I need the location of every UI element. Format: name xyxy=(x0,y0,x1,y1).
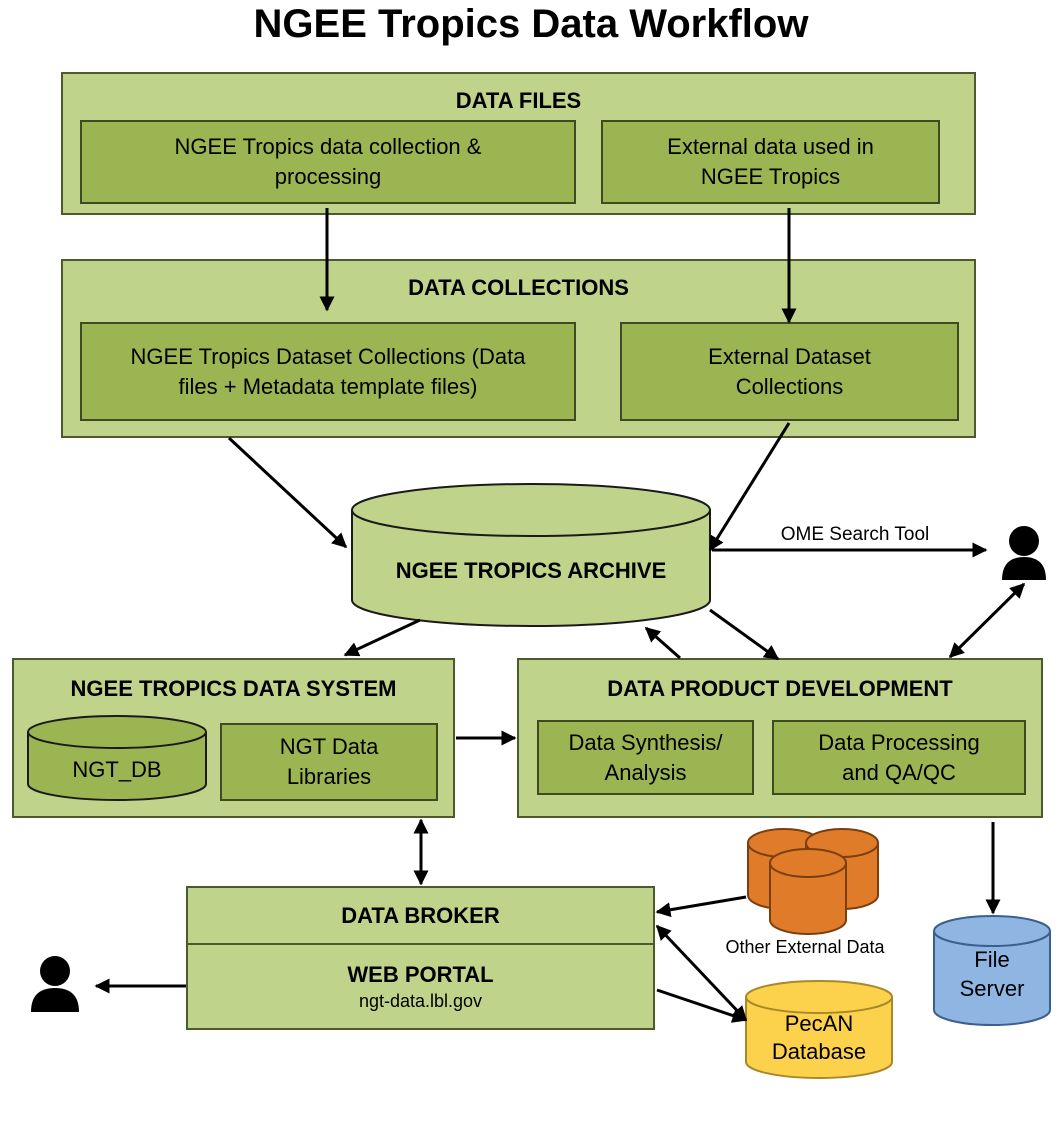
external-data-label: External data used in NGEE Tropics xyxy=(667,134,874,189)
web-portal-url[interactable]: ngt-data.lbl.gov xyxy=(358,991,483,1011)
pecan-db-cylinder xyxy=(745,980,893,1079)
user-icon[interactable] xyxy=(1002,526,1046,580)
external-collections-box: External Dataset Collections xyxy=(620,322,959,421)
data-collection-processing-box: NGEE Tropics data collection & processin… xyxy=(80,120,576,204)
data-collection-processing-label: NGEE Tropics data collection & processin… xyxy=(174,134,482,189)
external-data-box: External data used in NGEE Tropics xyxy=(601,120,940,204)
file-server-cylinder xyxy=(933,915,1051,1026)
data-system-header: NGEE TROPICS DATA SYSTEM xyxy=(70,676,397,701)
other-external-data-label: Other External Data xyxy=(725,937,885,957)
pecan-db-label: PecAN Database xyxy=(771,1011,867,1064)
data-collections-header: DATA COLLECTIONS xyxy=(408,275,629,300)
product-development-header: DATA PRODUCT DEVELOPMENT xyxy=(607,676,953,701)
other-external-data-icon xyxy=(747,828,879,935)
ome-search-tool-link[interactable]: OME Search Tool xyxy=(780,524,930,545)
ngt-db-cylinder xyxy=(27,715,207,801)
synthesis-box: Data Synthesis/ Analysis xyxy=(537,720,754,795)
data-files-header: DATA FILES xyxy=(455,88,582,113)
user-icon[interactable] xyxy=(31,956,79,1012)
data-broker-panel xyxy=(186,886,655,1030)
external-collections-label: External Dataset Collections xyxy=(708,343,871,399)
archive-cylinder xyxy=(351,483,711,627)
file-server-label: File Server xyxy=(959,947,1025,1001)
data-broker-header: DATA BROKER xyxy=(341,903,500,928)
ngt-db-label: NGT_DB xyxy=(72,757,162,782)
flow-arrows xyxy=(94,208,1026,1023)
dataset-collections-box: NGEE Tropics Dataset Collections (Data f… xyxy=(80,322,576,421)
diagram-title: NGEE Tropics Data Workflow xyxy=(253,2,809,46)
data-libraries-box: NGT Data Libraries xyxy=(220,723,438,801)
web-portal-header: WEB PORTAL xyxy=(347,962,494,987)
synthesis-label: Data Synthesis/ Analysis xyxy=(568,729,723,785)
data-libraries-label: NGT Data Libraries xyxy=(279,734,379,789)
processing-label: Data Processing and QA/QC xyxy=(818,729,980,785)
dataset-collections-label: NGEE Tropics Dataset Collections (Data f… xyxy=(130,343,526,399)
archive-label: NGEE TROPICS ARCHIVE xyxy=(395,558,667,583)
processing-box: Data Processing and QA/QC xyxy=(772,720,1026,795)
broker-divider xyxy=(186,943,655,945)
